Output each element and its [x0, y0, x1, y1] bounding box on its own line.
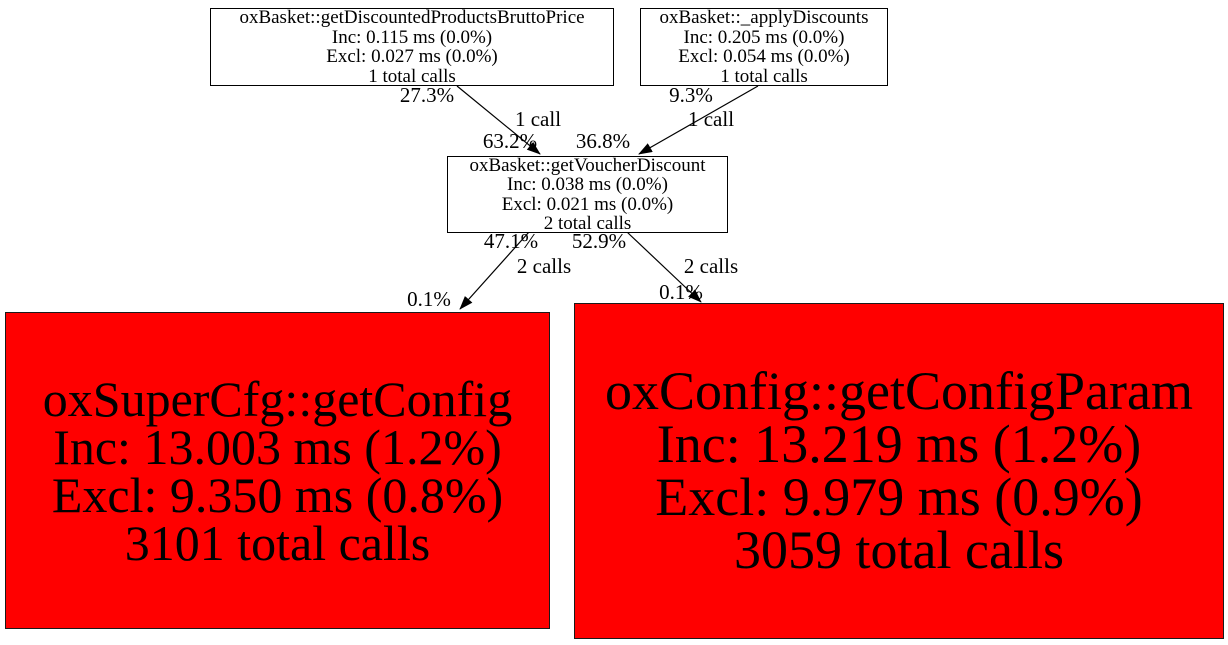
node-exclusive-time: Excl: 9.350 ms (0.8%) — [51, 466, 504, 523]
edge-source-percent-label: 52.9% — [571, 229, 627, 253]
node-total-calls: 3101 total calls — [124, 514, 431, 571]
node-total-calls: 1 total calls — [720, 65, 808, 87]
edge-call-count-label: 1 call — [687, 107, 735, 131]
node-inclusive-time: Inc: 13.003 ms (1.2%) — [53, 418, 502, 475]
node-title: oxBasket::getVoucherDiscount — [469, 154, 706, 176]
node-get-discounted-products-brutto-price: oxBasket::getDiscountedProductsBruttoPri… — [210, 8, 614, 86]
edge-call-count-label: 2 calls — [516, 254, 572, 278]
edge-call-count-label: 2 calls — [683, 254, 739, 278]
node-apply-discounts: oxBasket::_applyDiscounts Inc: 0.205 ms … — [640, 8, 888, 86]
node-inclusive-time: Inc: 0.115 ms (0.0%) — [331, 26, 493, 48]
node-exclusive-time: Excl: 9.979 ms (0.9%) — [655, 467, 1143, 527]
node-exclusive-time: Excl: 0.054 ms (0.0%) — [678, 46, 850, 67]
node-title: oxSuperCfg::getConfig — [42, 370, 513, 427]
node-exclusive-time: Excl: 0.027 ms (0.0%) — [326, 46, 498, 67]
edge-target-percent-label: 0.1% — [407, 287, 451, 311]
node-title: oxBasket::getDiscountedProductsBruttoPri… — [239, 7, 585, 28]
edge-source-percent-label: 47.1% — [483, 229, 539, 253]
node-inclusive-time: Inc: 0.205 ms (0.0%) — [683, 26, 845, 48]
node-get-config: oxSuperCfg::getConfig Inc: 13.003 ms (1.… — [5, 312, 550, 629]
node-exclusive-time: Excl: 0.021 ms (0.0%) — [501, 193, 674, 215]
edge-source-percent-label: 27.3% — [399, 83, 455, 107]
node-total-calls: 2 total calls — [543, 213, 632, 234]
edge-source-percent-label: 9.3% — [669, 83, 713, 107]
node-get-voucher-discount: oxBasket::getVoucherDiscount Inc: 0.038 … — [447, 154, 728, 234]
node-total-calls: 1 total calls — [368, 65, 456, 87]
node-title: oxBasket::_applyDiscounts — [659, 7, 869, 28]
node-get-config-param: oxConfig::getConfigParam Inc: 13.219 ms … — [574, 303, 1224, 639]
edge-target-percent-label: 63.2% — [482, 129, 538, 153]
node-inclusive-time: Inc: 0.038 ms (0.0%) — [507, 174, 668, 195]
node-inclusive-time: Inc: 13.219 ms (1.2%) — [656, 414, 1142, 474]
node-total-calls: 3059 total calls — [734, 520, 1064, 580]
edge-call-count-label: 1 call — [514, 107, 562, 131]
edge-target-percent-label: 0.1% — [659, 280, 703, 304]
edge-target-percent-label: 36.8% — [575, 129, 631, 153]
node-title: oxConfig::getConfigParam — [605, 361, 1193, 421]
